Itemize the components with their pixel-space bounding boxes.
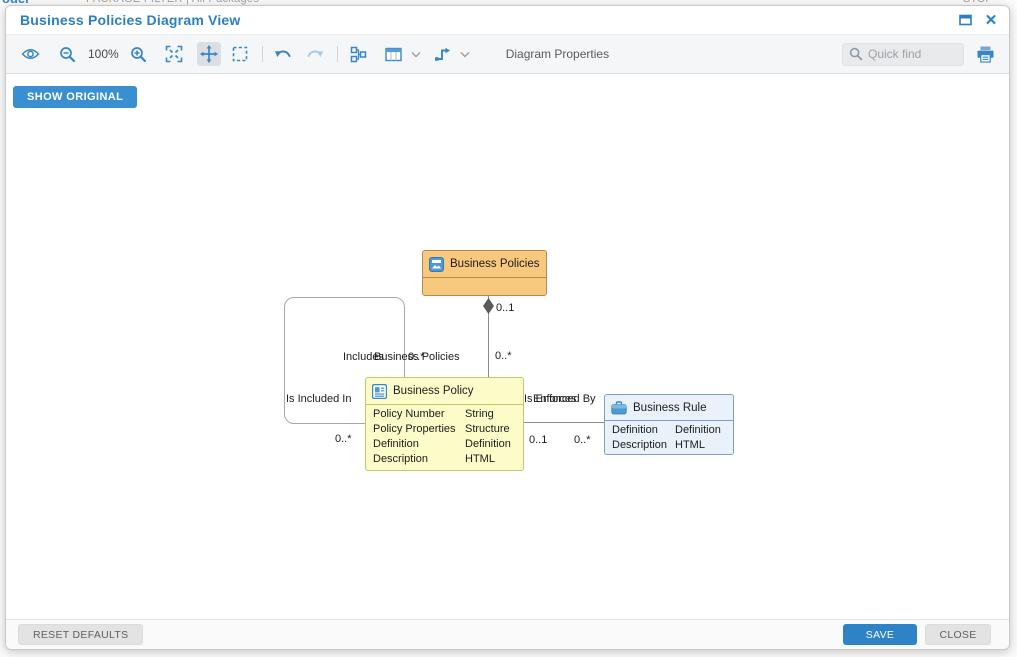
business-policy-document-icon: [372, 383, 387, 399]
multiplicity-label: 0..1: [496, 302, 515, 314]
show-original-button[interactable]: SHOW ORIGINAL: [13, 86, 138, 108]
node-title: Business Policy: [393, 385, 474, 397]
attribute-name: Policy Properties: [373, 423, 456, 435]
reset-defaults-button[interactable]: RESET DEFAULTS: [18, 624, 144, 645]
attribute-row: Policy Number String: [366, 407, 523, 422]
connector-style-icon[interactable]: [431, 42, 455, 66]
fit-to-screen-icon[interactable]: [162, 42, 186, 66]
node-business-policy[interactable]: Business Policy Policy Number String Pol…: [365, 377, 524, 471]
diagram-view-dialog: Business Policies Diagram View ✕: [5, 5, 1010, 650]
role-label-includes: Includes: [343, 351, 384, 363]
attribute-type: HTML: [675, 439, 705, 451]
attribute-row: Policy Properties Structure: [366, 422, 523, 437]
attribute-row: Definition Definition: [605, 423, 733, 438]
close-button[interactable]: CLOSE: [925, 624, 991, 645]
multiplicity-label: 0..*: [408, 351, 425, 363]
node-header: Business Policy: [366, 378, 523, 404]
role-label-includes-target: Business Policies: [374, 351, 460, 363]
association-connector-line[interactable]: [524, 422, 604, 423]
node-header: Business Policies: [423, 251, 546, 277]
preview-eye-icon[interactable]: [18, 42, 42, 66]
window-controls: ✕: [957, 12, 999, 28]
multiplicity-label: 0..*: [574, 434, 591, 446]
zoom-in-icon[interactable]: [127, 42, 151, 66]
node-body: Policy Number String Policy Properties S…: [366, 404, 523, 470]
attribute-row: Description HTML: [366, 452, 523, 467]
table-view-icon[interactable]: [382, 42, 406, 66]
dialog-titlebar: Business Policies Diagram View ✕: [6, 6, 1009, 34]
diagram-canvas[interactable]: SHOW ORIGINAL Business Policies: [6, 74, 1009, 619]
node-business-rule[interactable]: Business Rule Definition Definition Desc…: [604, 394, 734, 455]
diagram-properties-label[interactable]: Diagram Properties: [505, 47, 610, 61]
save-button[interactable]: SAVE: [843, 624, 917, 645]
attribute-type: Structure: [465, 423, 510, 435]
toolbar-separator: [336, 46, 338, 62]
background-package-filter: PACKAGE FILTER | All Packages: [86, 0, 259, 5]
toolbar-right-group: [842, 42, 997, 66]
attribute-type: Definition: [675, 424, 721, 436]
redo-icon[interactable]: [303, 42, 327, 66]
diagram-toolbar: 100%: [6, 34, 1009, 74]
pan-move-icon[interactable]: [196, 42, 221, 66]
node-header: Business Rule: [605, 395, 733, 420]
composition-connector-line[interactable]: [488, 296, 489, 377]
attribute-row: Description HTML: [605, 438, 733, 453]
attribute-name: Definition: [373, 438, 419, 450]
node-body: Definition Definition Description HTML: [605, 420, 733, 456]
search-icon: [849, 47, 863, 61]
node-title: Business Policies: [450, 258, 540, 270]
attribute-name: Description: [612, 439, 668, 451]
quick-find-box: [842, 42, 964, 66]
auto-layout-icon[interactable]: [347, 42, 371, 66]
attribute-type: String: [465, 408, 494, 420]
dialog-footer: RESET DEFAULTS SAVE CLOSE: [6, 619, 1009, 649]
composition-diamond: [483, 298, 494, 314]
background-model-text: odel: [2, 0, 29, 6]
node-title: Business Rule: [633, 401, 707, 414]
attribute-name: Description: [373, 453, 429, 465]
role-label-is-enforced-by: Is Enforced By: [524, 393, 596, 405]
business-policies-picture-icon: [429, 256, 444, 272]
attribute-name: Policy Number: [373, 408, 445, 420]
close-icon[interactable]: ✕: [984, 11, 998, 29]
marquee-select-icon[interactable]: [228, 42, 252, 66]
attribute-type: Definition: [465, 438, 511, 450]
connector-style-chevron-down-icon[interactable]: [460, 51, 470, 58]
node-body: [423, 277, 546, 296]
attribute-name: Definition: [612, 424, 658, 436]
role-label-is-included-in: Is Included In: [286, 393, 352, 405]
undo-icon[interactable]: [272, 42, 296, 66]
multiplicity-label: 0..*: [335, 433, 352, 445]
toolbar-separator: [261, 46, 263, 62]
maximize-icon[interactable]: [957, 12, 973, 28]
attribute-row: Definition Definition: [366, 437, 523, 452]
role-label-enforces: Enforces: [533, 393, 577, 405]
attribute-type: HTML: [465, 453, 495, 465]
zoom-level-value: 100%: [88, 47, 119, 61]
zoom-out-icon[interactable]: [55, 42, 79, 66]
dialog-title: Business Policies Diagram View: [20, 12, 241, 28]
quick-find-input[interactable]: [868, 47, 954, 61]
node-business-policies[interactable]: Business Policies: [422, 250, 547, 296]
multiplicity-label: 0..1: [529, 434, 548, 446]
print-icon[interactable]: [973, 42, 997, 66]
multiplicity-label: 0..*: [495, 350, 512, 362]
table-view-chevron-down-icon[interactable]: [411, 51, 421, 58]
business-rule-briefcase-icon: [611, 400, 627, 415]
